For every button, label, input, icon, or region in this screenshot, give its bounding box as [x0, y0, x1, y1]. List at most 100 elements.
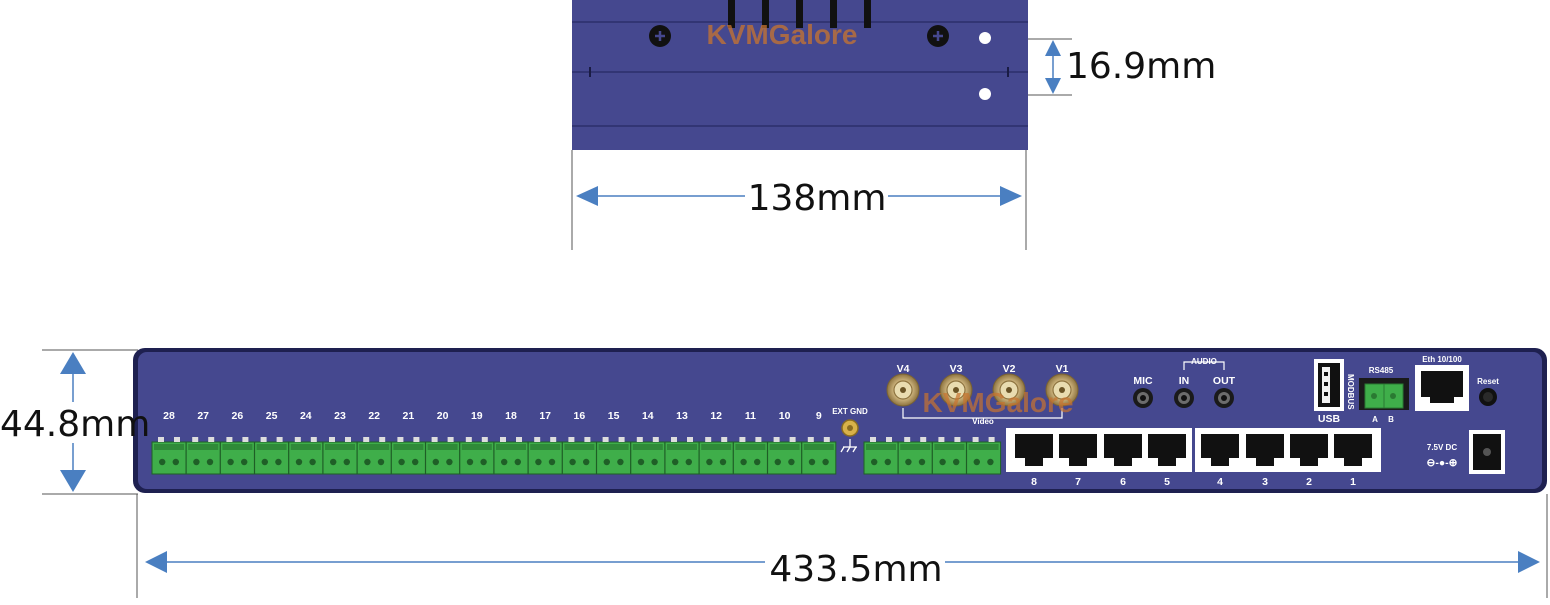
video-input-label: V1 — [1056, 363, 1069, 375]
screw-right-icon — [927, 25, 949, 47]
terminal-block — [390, 437, 426, 475]
video-connectors: V4 V3 V2 V1 — [886, 363, 1079, 407]
top-view-unit: KVMGalore — [572, 0, 1028, 150]
rs485-a-label: A — [1372, 415, 1378, 424]
rj45-port — [1246, 434, 1284, 466]
terminal-block — [425, 437, 461, 475]
screw-left-icon — [649, 25, 671, 47]
terminal-block — [596, 437, 632, 475]
power-polarity-icon: ⊖-●-⊕ — [1427, 457, 1458, 469]
mic-label: MIC — [1133, 375, 1153, 387]
video-input-label: V3 — [950, 363, 963, 375]
dim-front-height: 44.8mm — [0, 349, 150, 495]
terminal-block — [322, 437, 358, 475]
audio-out-label: OUT — [1213, 375, 1236, 387]
rj45-port — [1104, 434, 1142, 466]
rj45-port-label: 5 — [1164, 476, 1170, 488]
audio-in-jack — [1174, 388, 1194, 408]
video-bracket: Video — [902, 408, 1063, 426]
terminal-number-label: 22 — [368, 410, 380, 422]
video-group-label: Video — [972, 417, 994, 426]
ground-icon — [840, 439, 857, 453]
terminal-number-label: 17 — [539, 410, 551, 422]
terminal-block — [966, 437, 1002, 475]
rj45-port-label: 6 — [1120, 476, 1126, 488]
terminal-number-label: 27 — [197, 410, 209, 422]
terminal-block — [185, 437, 221, 475]
dim-top-height: 16.9mm — [1028, 38, 1216, 96]
terminal-number-label: 15 — [608, 410, 620, 422]
terminal-number-label: 23 — [334, 410, 346, 422]
rj45-port-label: 4 — [1217, 476, 1223, 488]
terminal-block — [254, 437, 290, 475]
terminal-block — [863, 437, 899, 475]
terminal-number-label: 14 — [642, 410, 654, 422]
power-input: 7.5V DC ⊖-●-⊕ — [1427, 430, 1505, 474]
rj45-port — [1015, 434, 1053, 466]
mount-hole — [979, 88, 991, 100]
terminal-number-label: 11 — [745, 410, 756, 422]
terminal-number-label: 9 — [816, 410, 822, 422]
terminal-block — [801, 437, 837, 475]
watermark: KVMGalore — [923, 387, 1074, 418]
rj45-port — [1148, 434, 1186, 466]
bnc-connector — [1045, 373, 1079, 407]
video-input-label: V4 — [897, 363, 910, 375]
terminal-block — [561, 437, 597, 475]
terminal-number-label: 18 — [505, 410, 517, 422]
terminal-number-label: 16 — [574, 410, 586, 422]
audio-in-label: IN — [1179, 375, 1190, 387]
usb-label: USB — [1318, 413, 1341, 425]
terminal-number-label: 24 — [300, 410, 312, 422]
terminal-number-label: 21 — [403, 410, 415, 422]
dim-front-width: 433.5mm — [136, 494, 1548, 598]
dim-label-top-height: 16.9mm — [1066, 46, 1216, 87]
terminal-number-label: 13 — [676, 410, 688, 422]
terminal-block — [630, 437, 666, 475]
watermark: KVMGalore — [707, 19, 858, 50]
terminal-block — [493, 437, 529, 475]
terminal-number-label: 28 — [163, 410, 175, 422]
terminal-block — [356, 437, 392, 475]
rs485-b-label: B — [1388, 415, 1394, 424]
ext-gnd-label: EXT GND — [832, 407, 868, 416]
terminal-block — [664, 437, 700, 475]
mic-jack — [1133, 388, 1153, 408]
terminal-blocks — [151, 437, 1002, 475]
dim-top-width: 138mm — [571, 150, 1027, 250]
video-input-label: V2 — [1003, 363, 1016, 375]
terminal-number-label: 12 — [710, 410, 722, 422]
bnc-connector — [939, 373, 973, 407]
mount-hole — [979, 32, 991, 44]
reset-button: Reset — [1477, 377, 1499, 406]
rj45-port-label: 2 — [1306, 476, 1312, 488]
terminal-number-label: 10 — [779, 410, 791, 422]
terminal-block — [698, 437, 734, 475]
audio-out-jack — [1214, 388, 1234, 408]
bnc-connector — [886, 373, 920, 407]
heatsink-fins — [728, 0, 871, 28]
rj45-port-label: 3 — [1262, 476, 1268, 488]
rj45-port-label: 1 — [1350, 476, 1356, 488]
terminal-block — [732, 437, 768, 475]
power-label: 7.5V DC — [1427, 443, 1457, 452]
rj45-port — [1059, 434, 1097, 466]
terminal-number-label: 25 — [266, 410, 278, 422]
terminal-block — [897, 437, 933, 475]
dim-label-top-width: 138mm — [748, 178, 887, 219]
rj45-port — [1290, 434, 1328, 466]
dim-label-front-width: 433.5mm — [769, 549, 942, 590]
terminal-block — [288, 437, 324, 475]
modbus-label: MODBUS — [1346, 374, 1355, 410]
terminal-block — [931, 437, 967, 475]
terminal-block — [527, 437, 563, 475]
terminal-number-label: 26 — [232, 410, 244, 422]
terminal-block — [767, 437, 803, 475]
ext-gnd: EXT GND — [832, 407, 868, 453]
dim-label-front-height: 44.8mm — [0, 404, 150, 445]
bnc-connector — [992, 373, 1026, 407]
terminal-block — [459, 437, 495, 475]
